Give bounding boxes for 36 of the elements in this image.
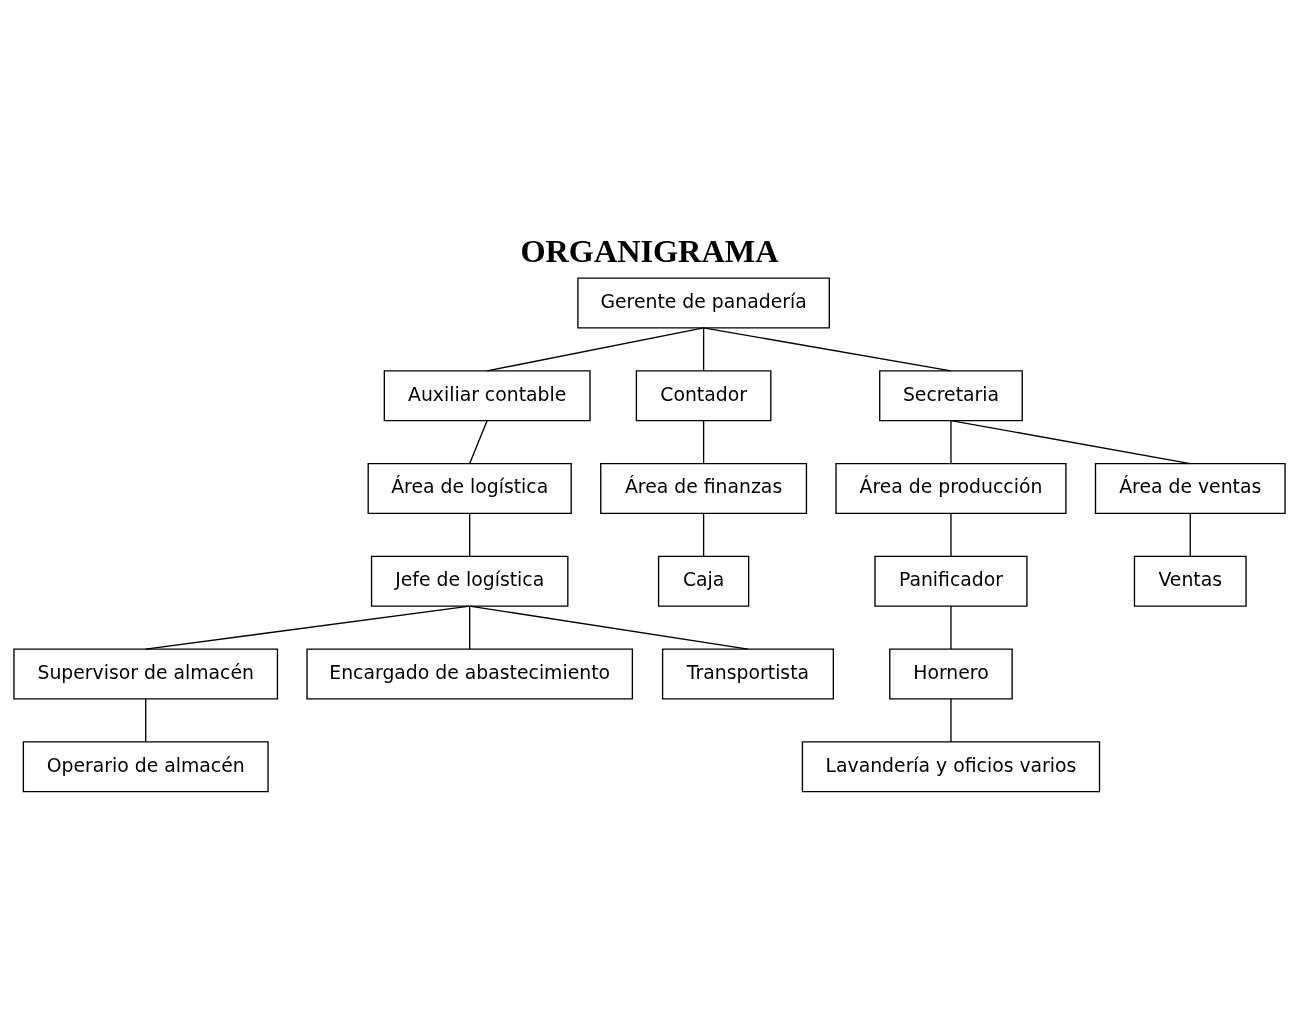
node-box: Transportista: [661, 647, 834, 700]
diagram-title: ORGANIGRAMA: [520, 232, 779, 269]
node-box: Lavandería y oficios varios: [801, 740, 1101, 792]
connector: [702, 326, 952, 371]
node-box: Área de producción: [835, 462, 1067, 514]
connector: [469, 512, 471, 557]
connector: [145, 697, 147, 743]
node-box: Área de ventas: [1094, 462, 1286, 514]
node-box: Área de logística: [367, 462, 572, 514]
node-box: Hornero: [889, 647, 1013, 700]
connector: [145, 604, 471, 650]
connector: [950, 419, 1191, 464]
node-box: Secretaria: [879, 369, 1023, 421]
node-box: Jefe de logística: [370, 555, 569, 607]
connector: [702, 326, 705, 371]
node-box: Área de finanzas: [600, 462, 808, 514]
node-box: Contador: [635, 369, 772, 421]
connector: [702, 419, 705, 464]
connector: [469, 604, 471, 650]
connector: [950, 604, 952, 650]
node-box: Auxiliar contable: [383, 369, 591, 421]
node-box: Encargado de abastecimiento: [306, 647, 634, 700]
connector: [950, 697, 952, 743]
connector: [702, 512, 705, 557]
node-box: Operario de almacén: [22, 740, 269, 792]
node-box: Panificador: [874, 555, 1028, 607]
connector: [486, 326, 705, 371]
node-box: Supervisor de almacén: [13, 647, 279, 700]
connector: [1189, 512, 1191, 557]
node-box: Caja: [657, 555, 750, 607]
connector: [469, 419, 488, 464]
node-box: Ventas: [1133, 555, 1247, 607]
connector: [469, 604, 749, 650]
connector: [950, 419, 952, 464]
connector: [950, 512, 952, 557]
node-box: Gerente de panadería: [577, 276, 830, 328]
